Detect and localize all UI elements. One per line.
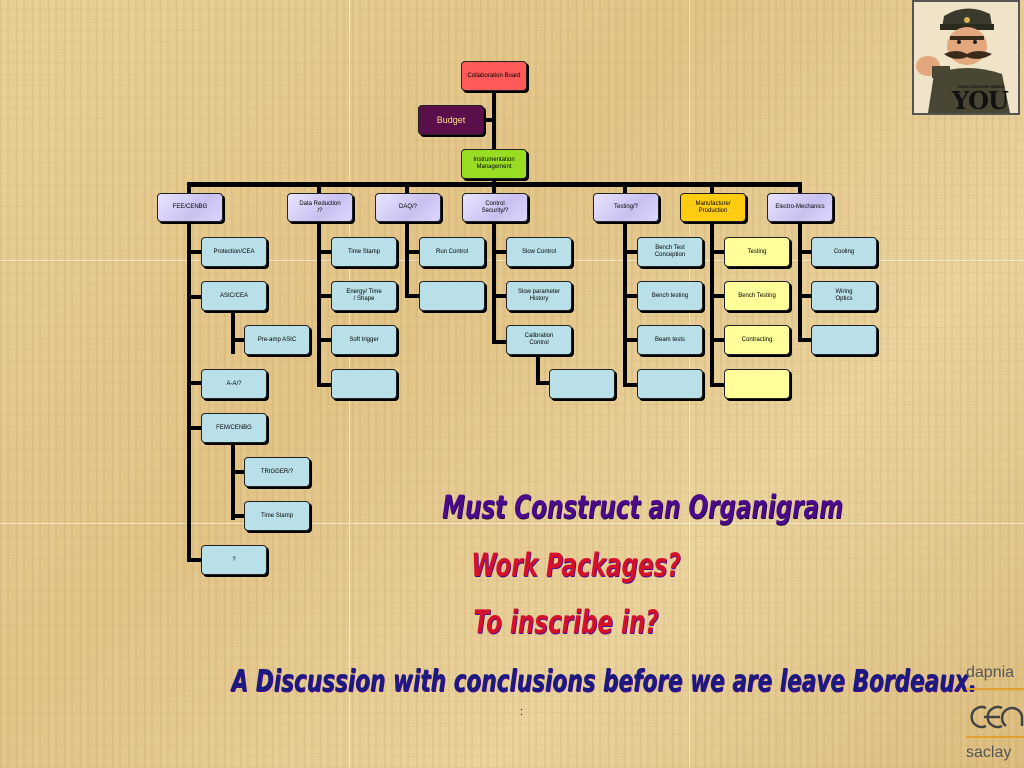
wiring-optics-box: Wiring Optics: [811, 281, 877, 311]
message-inscribe: To inscribe in?: [473, 603, 659, 641]
contracting-box: Contracting: [724, 325, 790, 355]
empty-box: [724, 369, 790, 399]
box-label: Control Security/?: [481, 200, 509, 214]
box-label: ?: [232, 556, 236, 563]
beam-tests-box: Beam tests: [637, 325, 703, 355]
box-label: Testing/?: [613, 204, 638, 210]
time-stamp-fee-box: Time Stamp: [244, 501, 310, 531]
time-stamp-box: Time Stamp: [331, 237, 397, 267]
box-label: Contracting: [741, 336, 773, 343]
calibration-control-box: Calibration Control: [506, 325, 572, 355]
empty-box: [549, 369, 615, 399]
box-label: Data Reduction /?: [299, 200, 341, 214]
box-label: ASIC/CEA: [219, 292, 248, 299]
box-label: Time Stamp: [260, 512, 294, 519]
bench-testing-production-box: Bench Testing: [724, 281, 790, 311]
box-label: Testing: [747, 248, 767, 255]
dapnia-logo: dapnia: [966, 664, 1015, 681]
poster-you: YOU: [952, 86, 1009, 115]
empty-box: [811, 325, 877, 355]
instrumentation-management-box: Instrumentation Management: [461, 149, 527, 179]
recruitment-poster: YOUR COUNTRY NEEDS YOU: [912, 0, 1020, 115]
collaboration-board-box: Collaboration Board: [461, 61, 527, 91]
box-label: TRIGGER/?: [260, 468, 294, 475]
box-label: Cooling: [833, 248, 855, 255]
cea-logo-mark: [970, 705, 1024, 729]
message-discussion: A Discussion with conclusions before we …: [231, 664, 977, 699]
protection-cea-box: Protection/CEA: [201, 237, 267, 267]
data-reduction-box: Data Reduction /?: [287, 193, 353, 222]
box-label: Pre-amp ASIC: [257, 336, 297, 343]
saclay-overline: [966, 736, 1024, 738]
box-label: Run Control: [435, 248, 468, 255]
box-label: Manufacture/ Production: [695, 200, 731, 214]
box-label: Calibration Control: [524, 333, 554, 346]
saclay-logo: saclay: [966, 744, 1012, 761]
aa-box: A-A/?: [201, 369, 267, 399]
colon-mark: :: [520, 706, 524, 718]
control-security-box: Control Security/?: [462, 193, 528, 222]
poster-caption: YOUR COUNTRY NEEDS: [957, 84, 1005, 89]
box-label: Time Stamp: [347, 248, 381, 255]
message-work-packages: Work Packages?: [471, 546, 681, 584]
fem-cenbg-box: FEM/CENBG: [201, 413, 267, 443]
soft-trigger-box: Soft trigger: [331, 325, 397, 355]
asic-cea-box: ASIC/CEA: [201, 281, 267, 311]
bench-test-conception-box: Bench Test Conception: [637, 237, 703, 267]
box-label: FEE/CENBG: [172, 204, 208, 210]
box-label: DAQ/?: [398, 204, 417, 210]
box-label: Budget: [436, 114, 466, 125]
empty-box: [331, 369, 397, 399]
box-label: Bench Testing: [738, 292, 776, 299]
grid-line: [0, 523, 1024, 524]
dapnia-underline: [966, 688, 1024, 690]
box-label: Wiring Optics: [835, 289, 853, 302]
box-label: Beam tests: [654, 336, 685, 343]
box-label: Bench testing: [651, 292, 689, 299]
cooling-box: Cooling: [811, 237, 877, 267]
budget-box: Budget: [418, 105, 484, 135]
testing-box: Testing/?: [593, 193, 659, 222]
box-label: FEM/CENBG: [216, 424, 252, 431]
slow-parameter-history-box: Slow parameter History: [506, 281, 572, 311]
box-label: Energy/ Time / Shape: [346, 289, 382, 302]
box-label: Protection/CEA: [213, 248, 255, 255]
box-label: Slow Control: [521, 248, 556, 255]
box-label: Instrumentation Management: [473, 157, 515, 170]
empty-box: [637, 369, 703, 399]
slow-control-box: Slow Control: [506, 237, 572, 267]
box-label: Slow parameter History: [517, 289, 561, 302]
box-label: Soft trigger: [349, 336, 379, 343]
cea-logo: cea: [966, 704, 1024, 730]
bench-testing-box: Bench testing: [637, 281, 703, 311]
daq-box: DAQ/?: [375, 193, 441, 222]
unknown-box: ?: [201, 545, 267, 575]
manufacture-production-box: Manufacture/ Production: [680, 193, 746, 222]
energy-time-shape-box: Energy/ Time / Shape: [331, 281, 397, 311]
trigger-box: TRIGGER/?: [244, 457, 310, 487]
box-label: A-A/?: [226, 380, 242, 387]
message-organigram: Must Construct an Organigram: [442, 488, 844, 526]
run-control-box: Run Control: [419, 237, 485, 267]
preamp-asic-box: Pre-amp ASIC: [244, 325, 310, 355]
poster-illustration: [914, 2, 1018, 113]
testing-production-box: Testing: [724, 237, 790, 267]
empty-box: [419, 281, 485, 311]
fee-cenbg-box: FEE/CENBG: [157, 193, 223, 222]
box-label: Electro-Mechanics: [775, 204, 825, 210]
electro-mechanics-box: Electro-Mechanics: [767, 193, 833, 222]
box-label: Collaboration Board: [467, 72, 521, 79]
box-label: Bench Test Conception: [654, 245, 686, 258]
